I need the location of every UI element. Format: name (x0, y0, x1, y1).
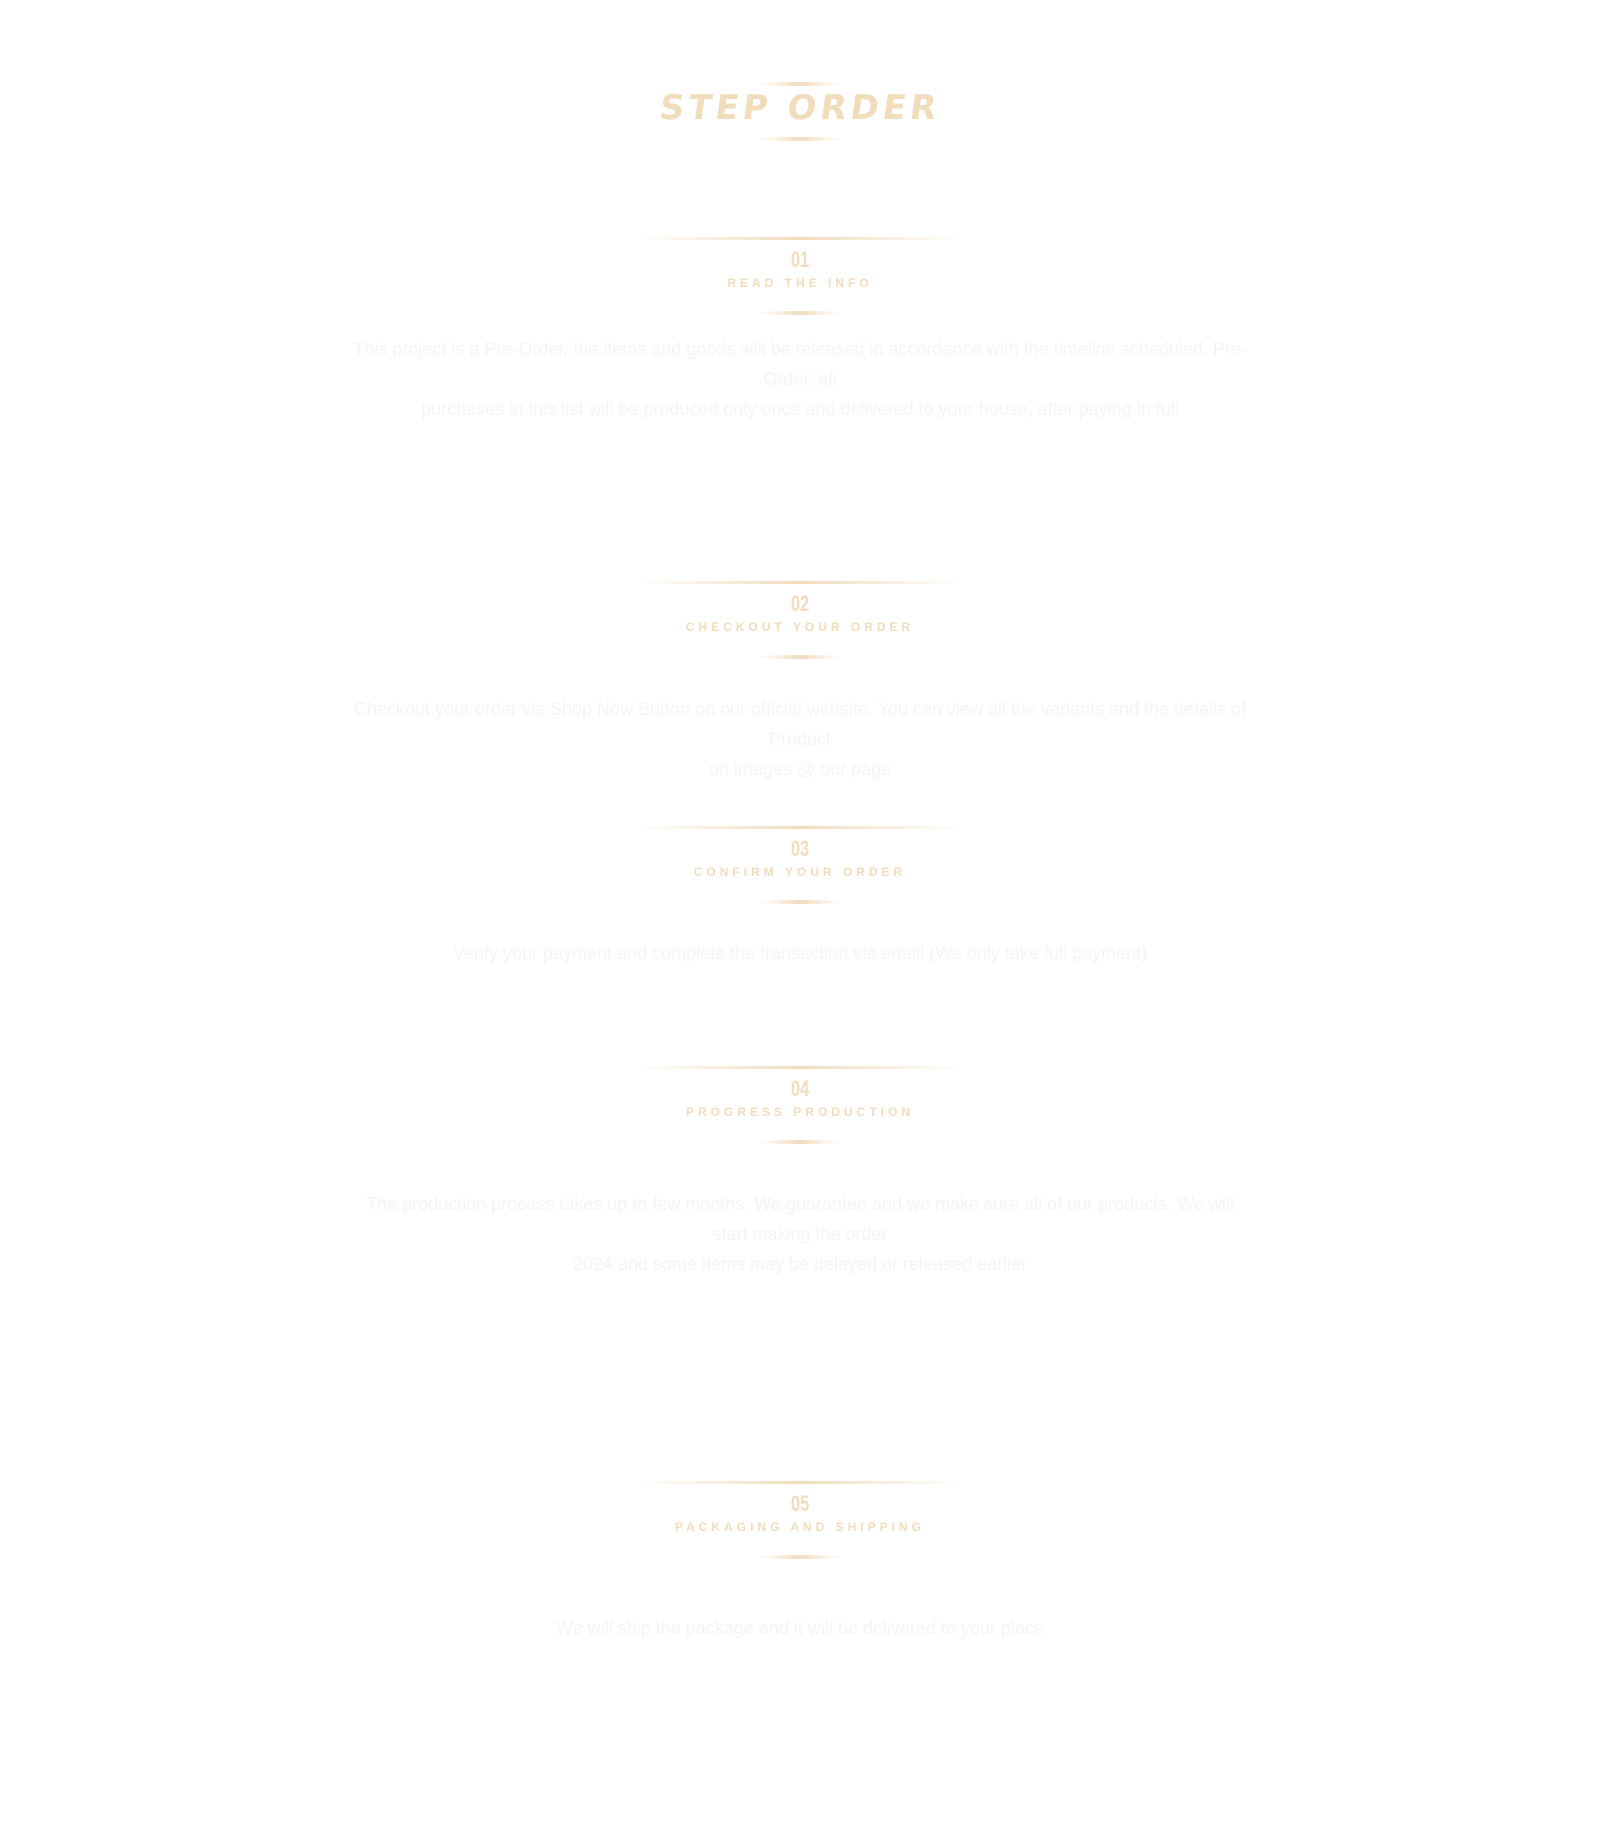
step-label: CONFIRM YOUR ORDER (693, 865, 907, 879)
step-description: Verify your payment and complete the tra… (0, 938, 1600, 968)
step-description: The production process takes up to few m… (0, 1189, 1600, 1279)
step-description: We will ship the package and it will be … (0, 1613, 1600, 1643)
step-description-line: Verify your payment and complete the tra… (452, 943, 1147, 963)
step-number: 05 (790, 1491, 810, 1516)
step-label: READ THE INFO (727, 276, 873, 290)
step-number: 03 (790, 836, 810, 861)
step-number: 04 (790, 1076, 810, 1101)
step-bottom-ornament (757, 1140, 843, 1144)
step-label: PACKAGING AND SHIPPING (674, 1520, 925, 1534)
step-label: PROGRESS PRODUCTION (685, 1105, 914, 1119)
title-top-ornament (755, 82, 845, 86)
step-description-line: 2024 and some items may be delayed or re… (572, 1254, 1028, 1274)
step-bottom-ornament (757, 900, 843, 904)
step-description-line: Checkout your order via Shop Now Button … (353, 699, 1247, 749)
step-top-divider (635, 581, 965, 584)
step-number: 02 (790, 591, 810, 616)
step-description-line: purchases in this list will be produced … (421, 399, 1179, 419)
step-bottom-ornament (757, 311, 843, 315)
step-top-divider (635, 1481, 965, 1484)
step-description-line: This project is a Pre-Order, the items a… (353, 339, 1247, 389)
step-label: CHECKOUT YOUR ORDER (685, 620, 915, 634)
page-title: STEP ORDER (657, 88, 943, 128)
step-description: Checkout your order via Shop Now Button … (0, 694, 1600, 784)
step-description-line: The production process takes up to few m… (366, 1194, 1234, 1244)
step-top-divider (635, 237, 965, 240)
step-number: 01 (790, 247, 810, 272)
step-description-line: We will ship the package and it will be … (556, 1618, 1044, 1638)
step-bottom-ornament (757, 1555, 843, 1559)
step-top-divider (635, 826, 965, 829)
step-bottom-ornament (757, 655, 843, 659)
step-description-line: on images @ our page (708, 759, 892, 779)
step-top-divider (635, 1066, 965, 1069)
title-bottom-ornament (755, 137, 845, 141)
step-description: This project is a Pre-Order, the items a… (0, 334, 1600, 424)
